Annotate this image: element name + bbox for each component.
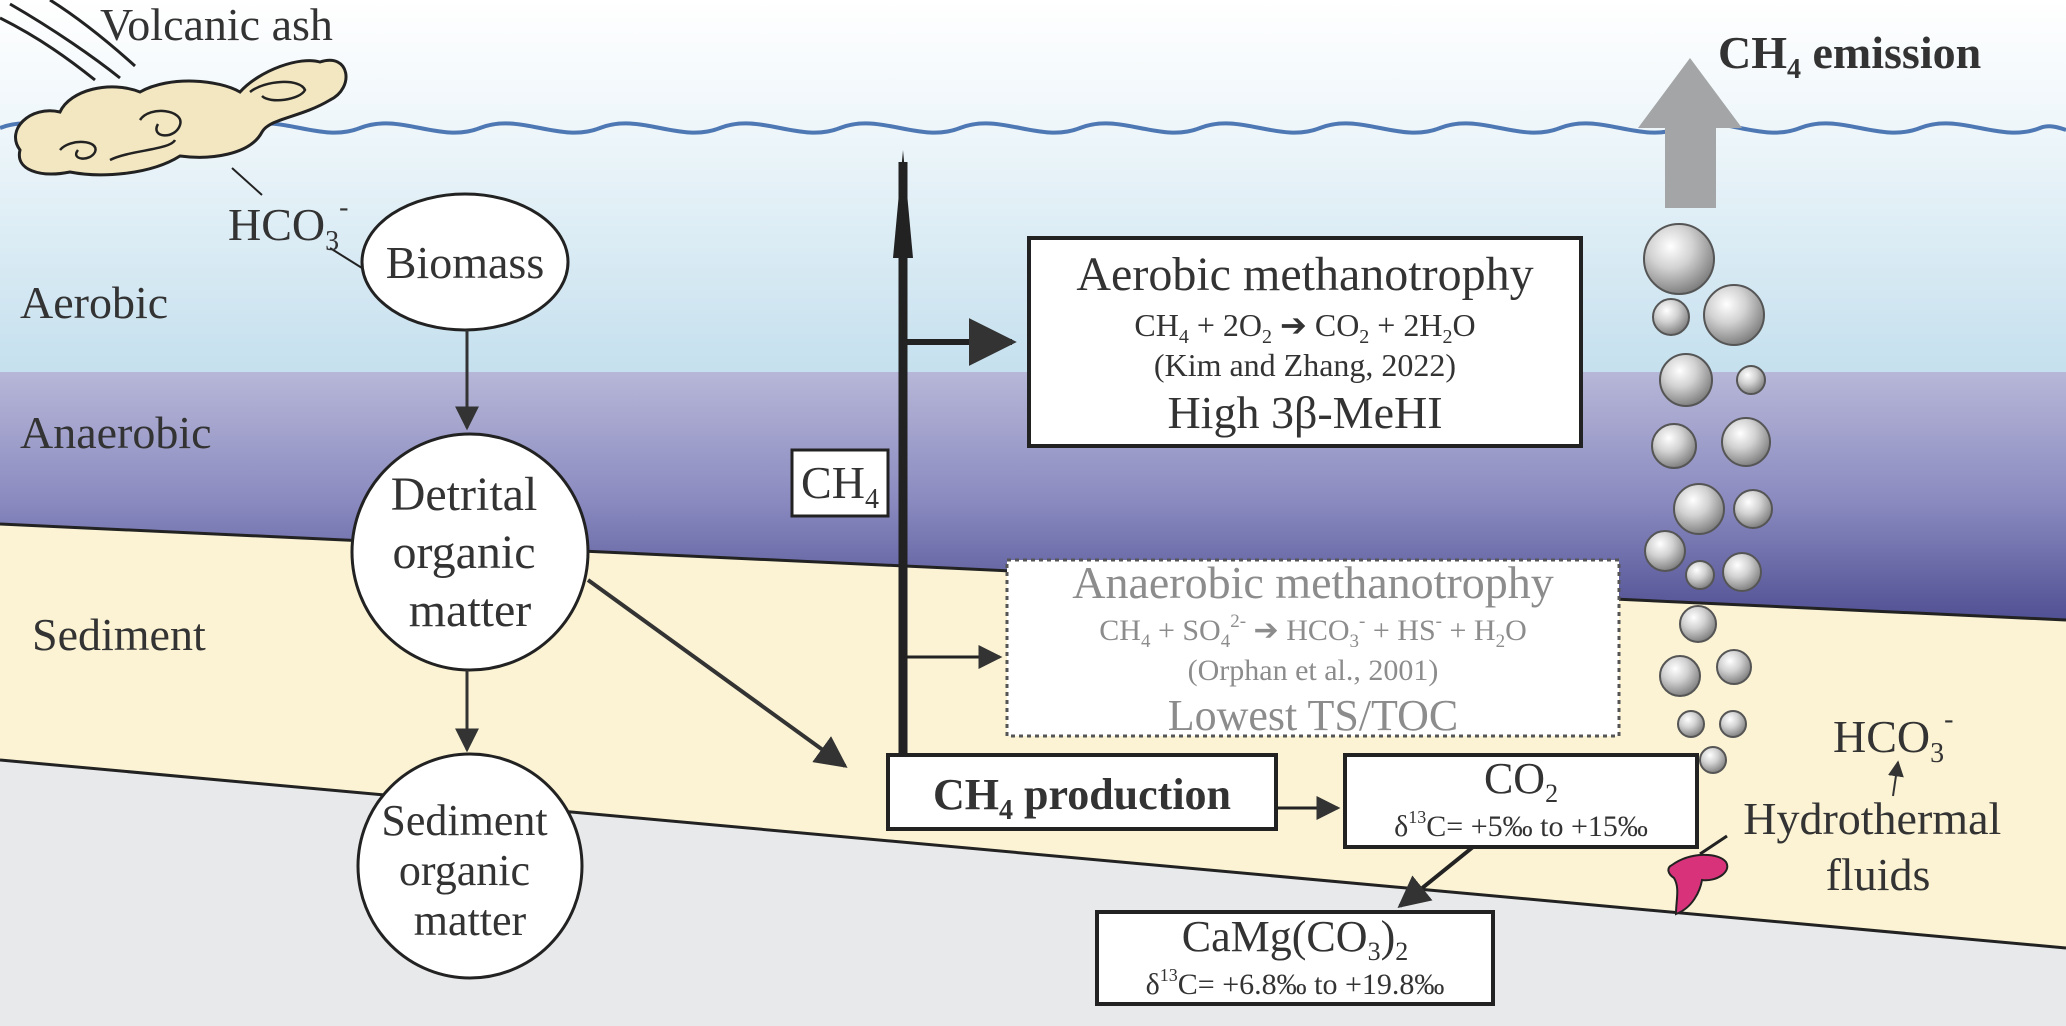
hco3-ash-label: HCO3-	[228, 192, 348, 257]
bubble	[1716, 649, 1752, 685]
bubble	[1685, 560, 1715, 590]
ch4-label-box	[790, 448, 890, 518]
co2-to-dolomite-arrow	[1397, 845, 1475, 909]
dolomite-formula: CaMg(CO3)2	[1182, 912, 1408, 966]
bubble	[1652, 298, 1690, 336]
detrital-organic-matter-node	[350, 432, 590, 672]
zone-label-anaerobic: Anaerobic	[20, 407, 212, 458]
ash-to-hco3-connector	[231, 167, 263, 196]
bubble	[1733, 489, 1773, 529]
bubble	[1703, 284, 1765, 346]
anaerobic-methanotrophy-citation: (Orphan et al., 2001)	[1188, 654, 1439, 687]
bubble	[1677, 710, 1705, 738]
bubble	[1644, 530, 1686, 572]
ch4-emission-arrow	[1638, 58, 1742, 208]
detrital-organic-matter-label: Detrital organic matter	[391, 468, 550, 637]
methane-bubbles	[1643, 223, 1773, 774]
vent-conduit-line	[1699, 834, 1728, 856]
zone-label-aerobic: Aerobic	[20, 277, 168, 328]
bubble	[1721, 417, 1771, 467]
bubble	[1673, 483, 1725, 535]
volcanic-ash-cloud	[14, 58, 348, 177]
anaerobic-methanotrophy-equation: CH4 + SO42- ➔ HCO3- + HS- + H2O	[1099, 611, 1526, 652]
anaerobic-methanotrophy-box	[1005, 558, 1621, 738]
anaerobic-methanotrophy-indicator: Lowest TS/TOC	[1168, 691, 1459, 740]
aerobic-methanotrophy-title: Aerobic methanotrophy	[1076, 248, 1533, 301]
dolomite-delta: δ13C= +6.8‰ to +19.8‰	[1146, 965, 1445, 1001]
zone-label-sediment: Sediment	[32, 609, 206, 660]
biomass-node	[360, 192, 570, 332]
water-surface-wave	[0, 121, 2066, 135]
co2-delta: δ13C= +5‰ to +15‰	[1394, 807, 1648, 843]
sediment-organic-matter-node	[356, 752, 584, 980]
bubble	[1679, 605, 1717, 643]
bubble	[1699, 746, 1727, 774]
hydro-to-hco3-arrow	[1887, 760, 1904, 797]
ch4-label: CH4	[801, 457, 879, 515]
bubble	[1719, 710, 1747, 738]
bubble	[1659, 353, 1713, 407]
bubble	[1643, 223, 1715, 295]
ch4-emission-label: CH4 emission	[1718, 27, 1981, 85]
co2-box	[1343, 753, 1699, 849]
bubble	[1659, 655, 1701, 697]
hco3-to-biomass-connector	[329, 247, 363, 269]
dolomite-box	[1095, 910, 1495, 1006]
detrital-to-production-arrow	[586, 578, 848, 768]
volcanic-ash-streaks	[0, 0, 137, 82]
volcanic-ash-swirls	[59, 80, 307, 162]
ch4-production-label: CH4 production	[933, 770, 1231, 826]
bubble	[1651, 423, 1697, 469]
aerobic-methanotrophy-box	[1027, 236, 1583, 448]
bubble	[1722, 552, 1762, 592]
hco3-hydrothermal-label: HCO3-	[1833, 704, 1953, 769]
hydrothermal-vent	[1667, 853, 1729, 916]
volcanic-ash-label: Volcanic ash	[100, 0, 333, 50]
biomass-label: Biomass	[386, 237, 544, 288]
aerobic-methanotrophy-indicator: High 3β-MeHI	[1167, 387, 1442, 438]
sediment-organic-matter-label: Sediment organic matter	[381, 796, 558, 945]
hydrothermal-fluids-label: Hydrothermal fluids	[1743, 793, 2013, 900]
co2-formula: CO2	[1484, 754, 1558, 808]
bedrock-surface-line	[0, 758, 2066, 950]
aerobic-methanotrophy-equation: CH4 + 2O2 ➔ CO2 + 2H2O	[1134, 307, 1475, 348]
aerobic-methanotrophy-citation: (Kim and Zhang, 2022)	[1154, 347, 1456, 383]
ch4-arrowhead-up	[893, 150, 913, 258]
ch4-production-box	[886, 753, 1278, 831]
anaerobic-methanotrophy-title: Anaerobic methanotrophy	[1072, 557, 1554, 608]
bubble	[1736, 365, 1766, 395]
